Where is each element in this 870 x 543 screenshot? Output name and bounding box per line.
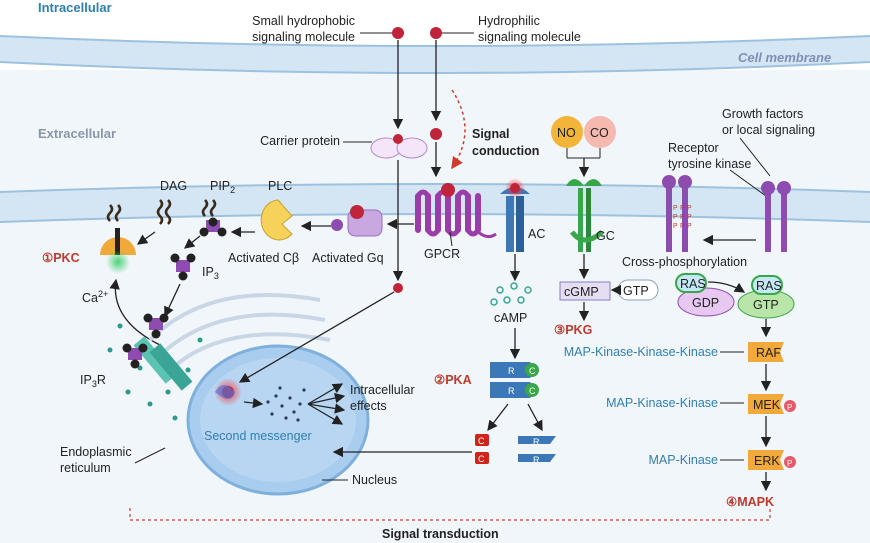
label-gtp-gc: GTP — [623, 284, 649, 298]
label-intracellular-effects-1: Intracellular — [350, 383, 415, 397]
label-gpcr: GPCR — [424, 247, 460, 261]
label-pip2: PIP2 — [210, 179, 235, 195]
gpcr-receptor — [415, 183, 497, 239]
svg-text:P: P — [687, 205, 692, 212]
label-signal-conduction-1: Signal — [472, 127, 510, 141]
label-ras-1: RAS — [680, 277, 706, 291]
label-receptor-2: tyrosine kinase — [668, 157, 751, 171]
svg-text:C: C — [529, 366, 536, 376]
label-activated-gq: Activated Gq — [312, 251, 384, 265]
region-extracellular: Extracellular — [38, 126, 116, 141]
label-carrier-protein: Carrier protein — [260, 134, 340, 148]
ip3-molecule — [170, 253, 196, 281]
label-dag: DAG — [160, 179, 187, 193]
guanylyl-cyclase — [566, 179, 604, 252]
label-raf: RAF — [756, 346, 781, 360]
label-ip3r: IP3R — [80, 373, 106, 389]
svg-text:P: P — [680, 205, 685, 212]
label-growth-factors-2: or local signaling — [722, 123, 815, 137]
svg-text:C: C — [478, 436, 485, 446]
erk-kinase — [748, 450, 784, 470]
svg-text:P: P — [673, 205, 678, 212]
hydrophobic-molecule — [392, 27, 404, 39]
label-growth-factors-1: Growth factors — [722, 107, 803, 121]
raf-kinase — [748, 342, 784, 362]
svg-text:P: P — [680, 214, 685, 221]
plc-enzyme — [260, 199, 293, 241]
svg-text:P: P — [787, 459, 792, 468]
svg-text:P: P — [687, 223, 692, 230]
label-pkg: ③PKG — [554, 323, 592, 337]
label-cross-phos: Cross-phosphorylation — [622, 255, 747, 269]
svg-text:R: R — [508, 386, 515, 396]
label-intracellular-effects-2: effects — [350, 399, 387, 413]
label-ip3: IP3 — [202, 265, 219, 281]
label-activated-cb: Activated Cβ — [228, 251, 299, 265]
label-second-messenger: Second messenger — [204, 429, 312, 443]
label-hydrophilic-1: Hydrophilic — [478, 14, 540, 28]
pka-catalytic: C C — [475, 434, 489, 464]
region-intracellular: Intracellular — [38, 0, 112, 15]
label-ac: AC — [528, 227, 545, 241]
svg-text:R: R — [533, 455, 540, 465]
endoplasmic-reticulum — [148, 293, 331, 372]
label-gtp-ras: GTP — [753, 298, 779, 312]
svg-text:R: R — [533, 437, 540, 447]
label-camp: cAMP — [494, 311, 527, 325]
outer-membrane — [0, 36, 870, 73]
pka-complex: R R C C — [490, 362, 539, 398]
label-nucleus: Nucleus — [352, 473, 397, 487]
label-mapkkk: MAP-Kinase-Kinase-Kinase — [564, 345, 718, 359]
svg-text:P: P — [687, 214, 692, 221]
label-ca: Ca2+ — [82, 289, 108, 305]
label-cgmp: cGMP — [564, 285, 599, 299]
label-mapk-final: ④MAPK — [726, 495, 774, 509]
label-small-hydrophobic-2: signaling molecule — [252, 30, 355, 44]
ras-gdp — [677, 287, 735, 317]
svg-text:P: P — [680, 223, 685, 230]
ip3r-channel — [122, 313, 193, 391]
svg-text:R: R — [508, 366, 515, 376]
svg-text:C: C — [529, 386, 536, 396]
no-molecule — [551, 116, 583, 148]
adenylyl-cyclase — [500, 178, 530, 252]
svg-text:C: C — [478, 454, 485, 464]
label-er-1: Endoplasmic — [60, 445, 132, 459]
label-signal-conduction-2: conduction — [472, 144, 539, 158]
pka-regulatory: R R — [518, 436, 556, 465]
region-cell-membrane: Cell membrane — [738, 50, 831, 65]
label-receptor-1: Receptor — [668, 141, 719, 155]
label-pkc: ①PKC — [42, 251, 80, 265]
mek-kinase — [748, 394, 784, 414]
label-co: CO — [590, 126, 609, 140]
hydrophilic-molecule — [430, 27, 442, 39]
label-plc: PLC — [268, 179, 292, 193]
label-mapk: MAP-Kinase — [649, 453, 719, 467]
label-ras-2: RAS — [756, 279, 782, 293]
rtk-inactive — [761, 181, 791, 252]
label-er-2: reticulum — [60, 461, 111, 475]
label-signal-transduction: Signal transduction — [382, 527, 499, 541]
co-molecule — [584, 116, 616, 148]
cgmp-box — [559, 281, 611, 301]
svg-text:P: P — [673, 214, 678, 221]
svg-text:P: P — [787, 403, 792, 412]
label-mek: MEK — [753, 398, 781, 412]
svg-text:P: P — [673, 223, 678, 230]
label-mapkk: MAP-Kinase-Kinase — [606, 396, 718, 410]
signal-transduction-bracket — [129, 508, 771, 521]
label-gc: GC — [596, 229, 615, 243]
label-no: NO — [557, 126, 576, 140]
label-gdp: GDP — [692, 296, 719, 310]
label-hydrophilic-2: signaling molecule — [478, 30, 581, 44]
label-erk: ERK — [754, 454, 780, 468]
label-pka: ②PKA — [434, 373, 472, 387]
label-small-hydrophobic-1: Small hydrophobic — [252, 14, 355, 28]
